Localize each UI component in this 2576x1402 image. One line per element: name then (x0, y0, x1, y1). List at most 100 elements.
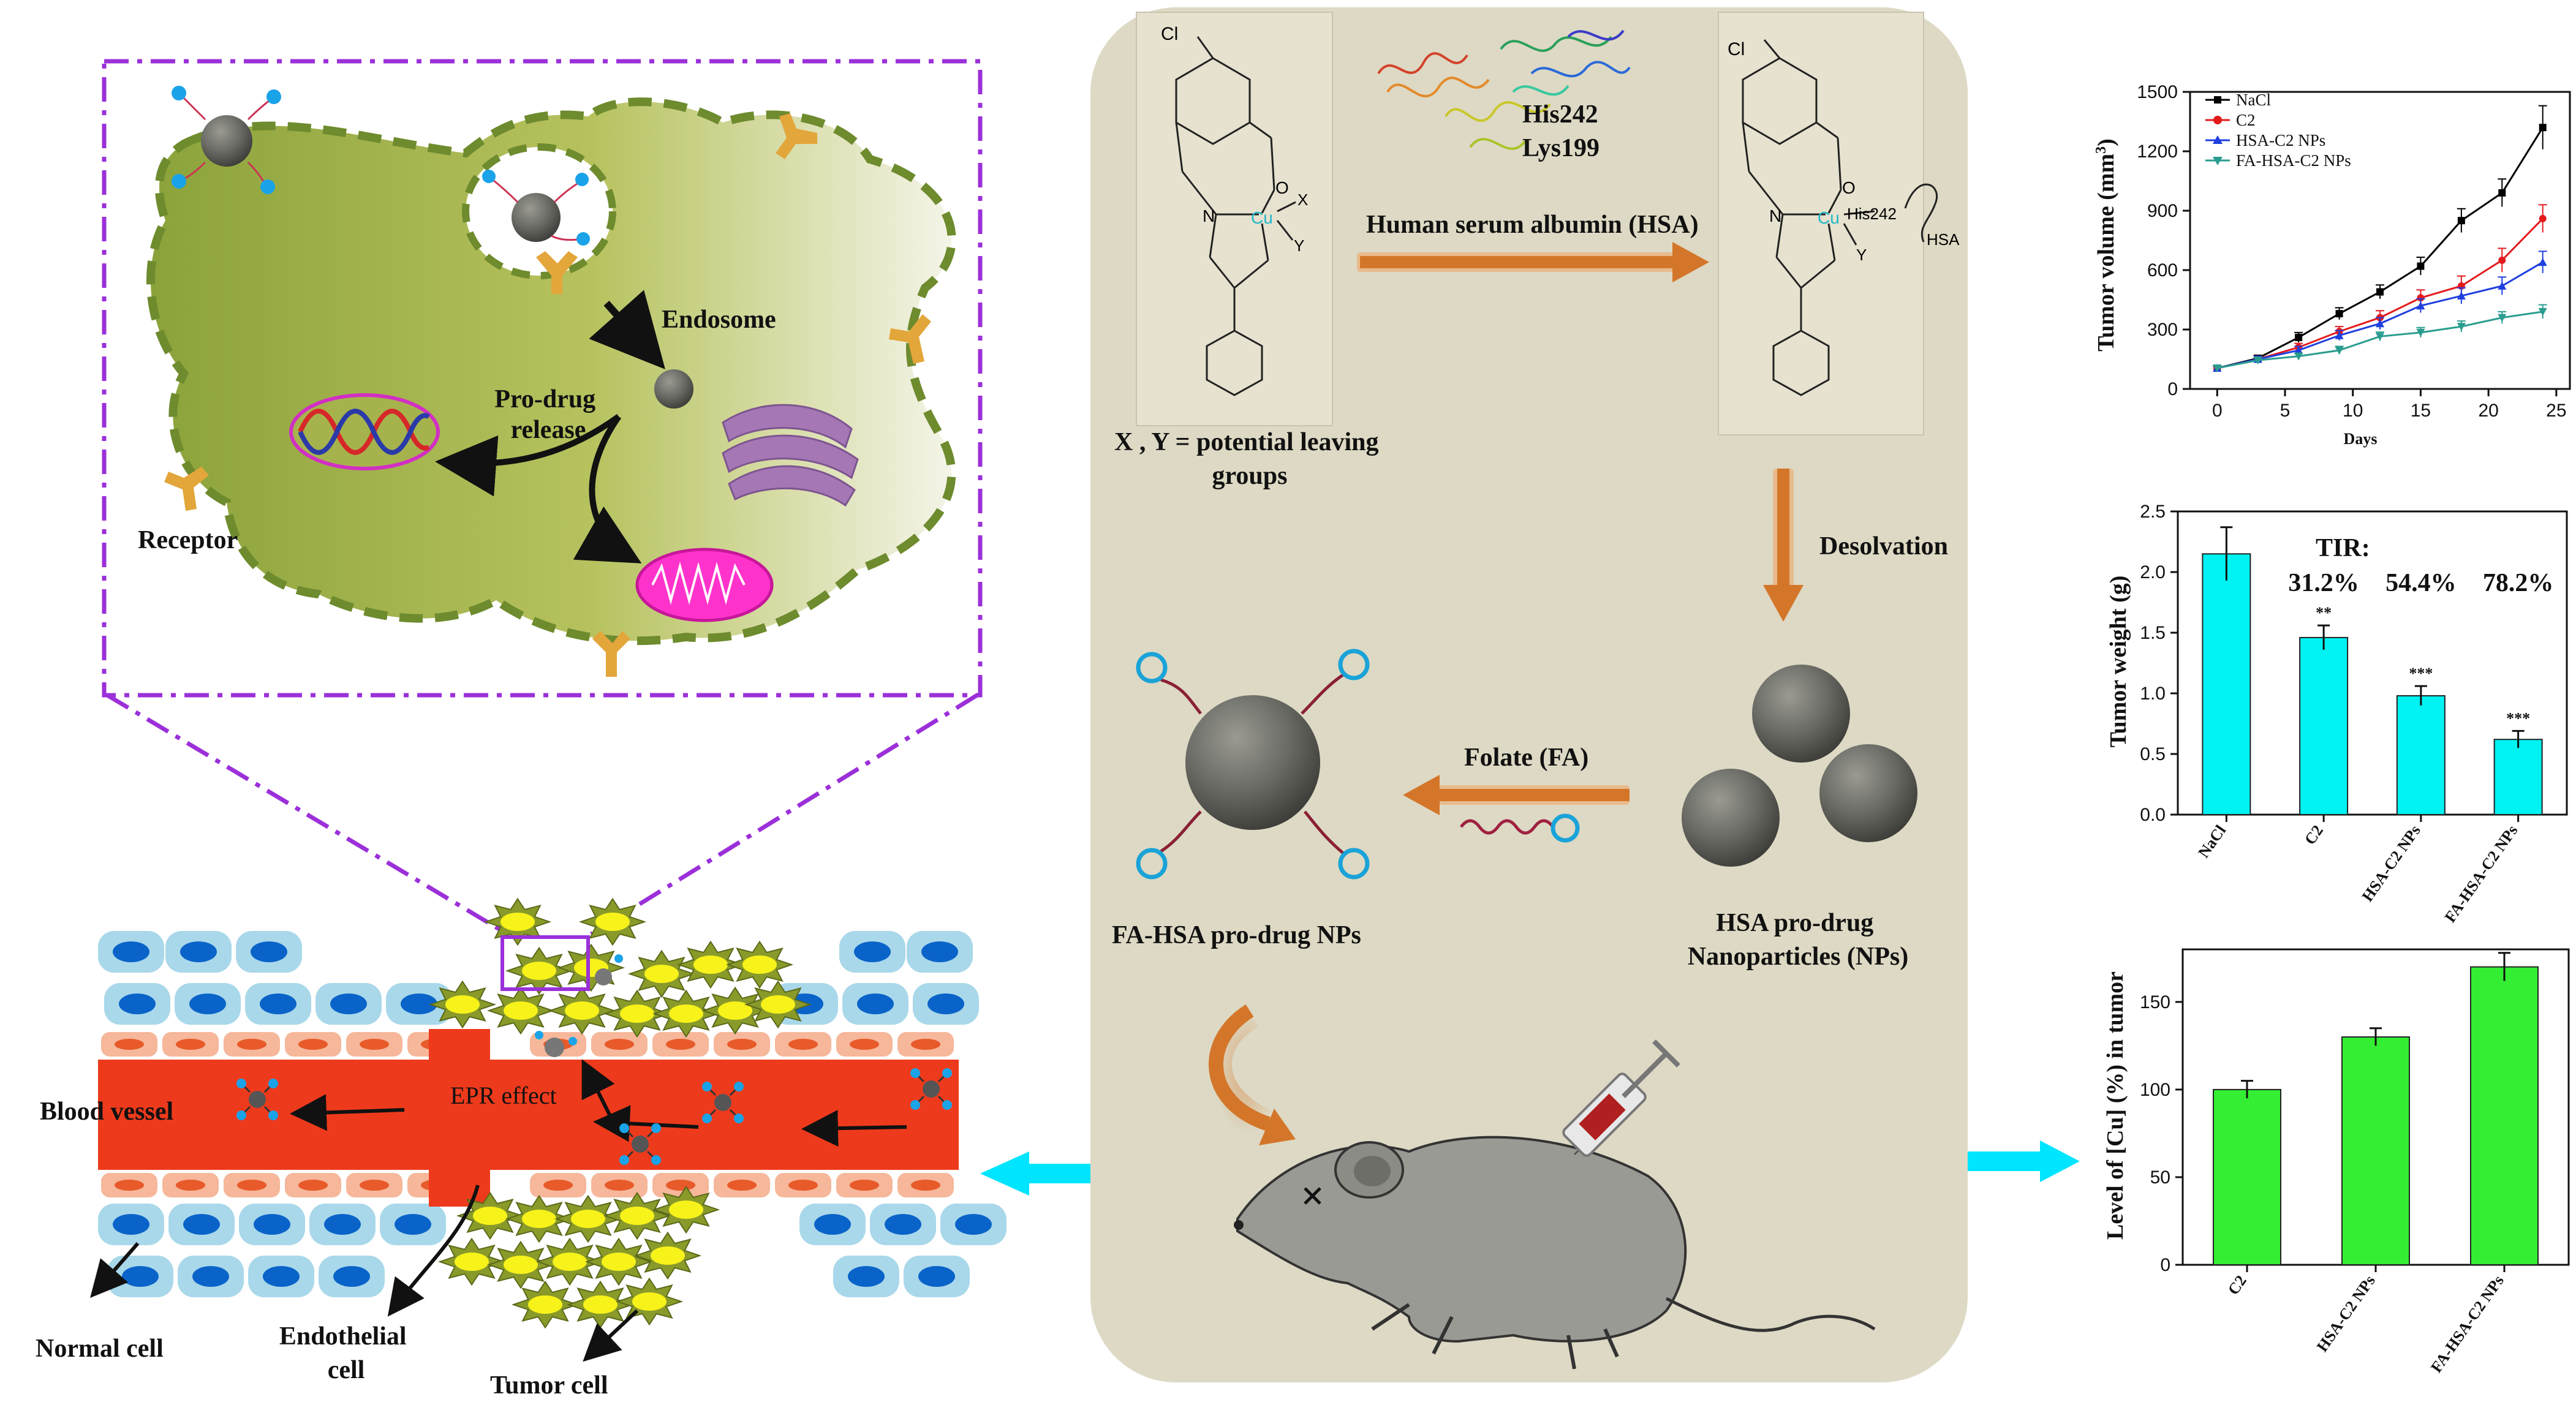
normal-cell-nucleus (260, 993, 297, 1014)
tumor-volume-xlabel: Days (2344, 430, 2378, 448)
tumor-cell-nucleus (669, 1200, 703, 1219)
tumor-cell-nucleus (565, 1001, 599, 1020)
released-nanoparticle (654, 369, 693, 409)
tumor-cell-nucleus (620, 1207, 654, 1225)
normal-cell-nucleus (927, 993, 964, 1014)
cu-level-ylabel: Level of [Cu] (%) in tumor (2102, 971, 2128, 1240)
tumor-cell-nucleus (583, 1295, 618, 1314)
dna-icon (289, 393, 440, 470)
y-tick-label: 2.5 (2140, 502, 2166, 522)
epr-effect-label: EPR effect (450, 1082, 557, 1109)
normal-cell-nucleus (189, 993, 226, 1014)
endothelial-nucleus (237, 1039, 266, 1050)
arrow-to-mito (573, 415, 642, 563)
tumor-cell-nucleus (595, 913, 630, 931)
tumor-cell-nucleus (504, 1001, 538, 1020)
bar (2493, 739, 2543, 815)
mitochondrion-icon (635, 548, 774, 622)
bound-o-label: O (1842, 178, 1856, 197)
tumor-cell-nucleus (742, 955, 777, 974)
normal-cell-nucleus (848, 1266, 885, 1287)
significance-label: *** (2506, 709, 2530, 727)
endothelial-nucleus (176, 1039, 205, 1050)
x-tick-label: 10 (2343, 401, 2363, 421)
receptor-icons (164, 113, 931, 677)
zoom-box (500, 935, 590, 991)
curved-injection-arrow (1195, 994, 1296, 1151)
x-tick-label: 5 (2280, 401, 2291, 421)
tumor-cell-nucleus (455, 1253, 489, 1271)
data-point (2335, 310, 2343, 318)
endothelial-nucleus (666, 1180, 695, 1191)
golgi-icon (722, 404, 859, 507)
bar (2341, 1036, 2410, 1265)
normal-cell-nucleus (113, 1214, 149, 1235)
normal-cell-nucleus (395, 1214, 431, 1235)
endothelial-nucleus (666, 1039, 695, 1050)
legend-c2: C2 (2236, 111, 2256, 129)
tumor-volume-ylabel: Tumor volume (mm3) (2093, 138, 2119, 352)
legend-fa-hsa-c2: FA-HSA-C2 NPs (2236, 151, 2351, 170)
hsa-binding-arrow (1357, 242, 1709, 282)
folate-label: Folate (FA) (1464, 744, 1588, 772)
tumor-cell-nucleus (522, 962, 556, 980)
endothelial-nucleus (360, 1180, 389, 1191)
endothelial-nucleus (298, 1180, 328, 1191)
mouse-icon (1234, 1136, 1876, 1370)
y-tick-label: 0.0 (2140, 805, 2166, 825)
vessel-nanoparticles (236, 954, 952, 1165)
normal-cell-nucleus (857, 993, 894, 1014)
y-tick-label: 1500 (2137, 82, 2178, 102)
category-label: FA-HSA-C2 NPs (2427, 1272, 2507, 1376)
data-point (2416, 328, 2425, 337)
prodrug-release-label: Pro-drug release (494, 385, 602, 444)
endothelial-nucleus (543, 1180, 573, 1191)
fa-hsa-nps-label: FA-HSA pro-drug NPs (1112, 921, 1361, 949)
normal-cell-nucleus (251, 941, 287, 962)
category-label: HSA-C2 NPs (2313, 1272, 2379, 1355)
data-point (2539, 214, 2547, 222)
normal-cell-nucleus (955, 1214, 992, 1235)
normal-cell-nucleus (885, 1214, 921, 1235)
data-point (2295, 333, 2303, 341)
tumor-cell-nucleus (718, 1001, 752, 1020)
desolvation-label: Desolvation (1819, 532, 1948, 560)
tir-label: TIR: (2316, 534, 2370, 562)
tumor-cells (428, 897, 812, 1329)
tumor-cell-nucleus (504, 1256, 538, 1274)
y-tick-label: 0 (2160, 1255, 2170, 1275)
normal-cell-nucleus (122, 1266, 159, 1287)
normal-cell-nucleus (814, 1214, 851, 1235)
endothelial-nucleus (298, 1039, 328, 1050)
y-tick-label: 2.0 (2140, 562, 2166, 582)
tumor-cell-nucleus (602, 1253, 636, 1271)
folate-ligand-icon (1460, 813, 1580, 843)
bar (2470, 966, 2539, 1265)
normal-cell-nucleus (324, 1214, 361, 1235)
bar (2396, 695, 2446, 815)
bar (2299, 636, 2349, 816)
data-point (2213, 364, 2222, 373)
hsa-protein-icon (1377, 29, 1631, 150)
nanoparticle-endosome (482, 170, 590, 246)
leaky-gap (429, 1029, 490, 1207)
data-point (2417, 262, 2425, 270)
y-tick-label: 100 (2140, 1080, 2170, 1100)
epr-arrow (581, 1059, 615, 1122)
x-tick-label: 0 (2212, 401, 2223, 421)
chem-o-label: O (1275, 178, 1289, 197)
vessel-diagram: Blood vessel EPR effect Normal cell Endo… (36, 897, 1007, 1400)
chem-x-label: X (1297, 190, 1308, 209)
category-label: FA-HSA-C2 NPs (2441, 822, 2521, 925)
y-tick-label: 0.5 (2140, 744, 2166, 764)
tumor-cell-nucleus (644, 965, 679, 983)
y-tick-label: 1200 (2137, 141, 2178, 162)
normal-cell-nucleus (333, 1266, 370, 1287)
data-point (2498, 189, 2506, 197)
normal-cell-nucleus (921, 941, 958, 962)
compound-hsa-bound-structure (1718, 12, 1938, 435)
data-point (2335, 346, 2344, 355)
hsa-nps-label: HSA pro-drug Nanoparticles (NPs) (1688, 909, 1908, 971)
